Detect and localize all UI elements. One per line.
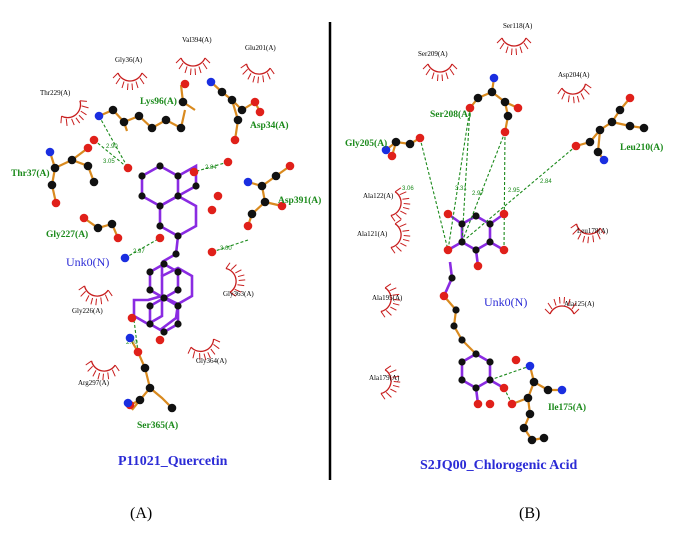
hbond-residue-label: Ser365(A): [137, 420, 178, 431]
residue-label: Arg297(A): [78, 379, 110, 387]
residue-label: Gly226(A): [72, 307, 103, 315]
hydrophobic-arc-gly226: [76, 284, 114, 309]
residue-label: Leu178(A): [577, 227, 609, 235]
panel-a: Gly36(A) Val394(A) Glu201(A) Thr229(A) G…: [11, 36, 321, 469]
ligand-label: Unk0(N): [66, 255, 109, 269]
hbond-residue-label: Asp391(A): [278, 195, 321, 206]
hbond-lines-b: [419, 107, 577, 405]
residue-label: Asp204(A): [558, 71, 590, 79]
linker-bonds-b: [443, 295, 477, 355]
residue-label: Ala179(A): [369, 374, 400, 382]
residue-bonds: [48, 81, 291, 411]
residue-label: Ser118(A): [503, 22, 533, 30]
distance-label: 2.70: [126, 340, 138, 346]
residue-label: Thr229(A): [40, 89, 71, 97]
hydrophobic-arc-val394: [175, 57, 211, 76]
residue-label: Val394(A): [182, 36, 212, 44]
distance-label: 3.00: [220, 246, 232, 252]
panel-a-label: (A): [130, 505, 153, 522]
hydrophobic-arc-glu201: [238, 62, 276, 87]
residue-label: Gly36(A): [115, 56, 143, 64]
panel-b-caption: S2JQ00_Chlorogenic Acid: [420, 458, 577, 473]
distance-label: 3.31: [455, 186, 467, 192]
hbond-residue-label: Asp34(A): [250, 120, 289, 131]
residue-label: Ala195(A): [372, 294, 403, 302]
hbond-residue-label: Gly227(A): [46, 229, 88, 240]
residue-bonds-b: [385, 77, 645, 442]
atoms-b: [381, 73, 649, 445]
panel-b: Ser118(A) Ser209(A) Asp204(A) Ala122(A) …: [345, 22, 663, 473]
panel-b-label: (B): [519, 505, 541, 522]
hbond-residue-label: Leu210(A): [620, 142, 663, 153]
residue-label: Gly364(A): [196, 357, 227, 365]
residue-label: Glu201(A): [245, 44, 276, 52]
hbond-residue-label: Thr37(A): [11, 168, 50, 179]
hydrophobic-arc-ser209: [422, 63, 458, 82]
residue-label: Ala122(A): [363, 192, 394, 200]
ligand-label: Unk0(N): [484, 295, 527, 309]
hydrophobic-arc-gly36: [112, 72, 148, 91]
hydrophobic-arc-asp204: [556, 82, 594, 107]
hbond-residue-label: Ser208(A): [430, 109, 471, 120]
distance-label: 2.97: [133, 249, 145, 255]
panel-a-caption: P11021_Quercetin: [118, 454, 228, 469]
distance-label: 2.97: [472, 191, 484, 197]
hydrophobic-arc-ala122: [389, 186, 414, 224]
hydrophobic-arc-ser118: [496, 37, 532, 56]
distance-label: 3.05: [103, 159, 115, 165]
distance-label: 2.84: [540, 179, 552, 185]
distance-label: 2.90: [106, 144, 118, 150]
residue-label: Ala121(A): [357, 230, 388, 238]
residue-label: Ser209(A): [418, 50, 448, 58]
distance-label: 3.06: [402, 186, 414, 192]
distance-label: 2.95: [508, 188, 520, 194]
atoms-a: [45, 77, 295, 413]
distance-label: 2.84: [205, 165, 217, 171]
residue-label: Gly363(A): [223, 290, 254, 298]
hbond-residue-label: Gly205(A): [345, 138, 387, 149]
residue-label: Ala125(A): [564, 300, 595, 308]
hydrophobic-arc-ala179: [379, 364, 404, 402]
hydrophobic-arc-thr229: [57, 96, 96, 134]
hydrophobic-arc-ala121: [389, 218, 414, 256]
hbond-lines-a: [93, 115, 249, 353]
hbond-residue-label: Ile175(A): [548, 402, 586, 413]
hbond-residue-label: Lys96(A): [140, 96, 177, 107]
